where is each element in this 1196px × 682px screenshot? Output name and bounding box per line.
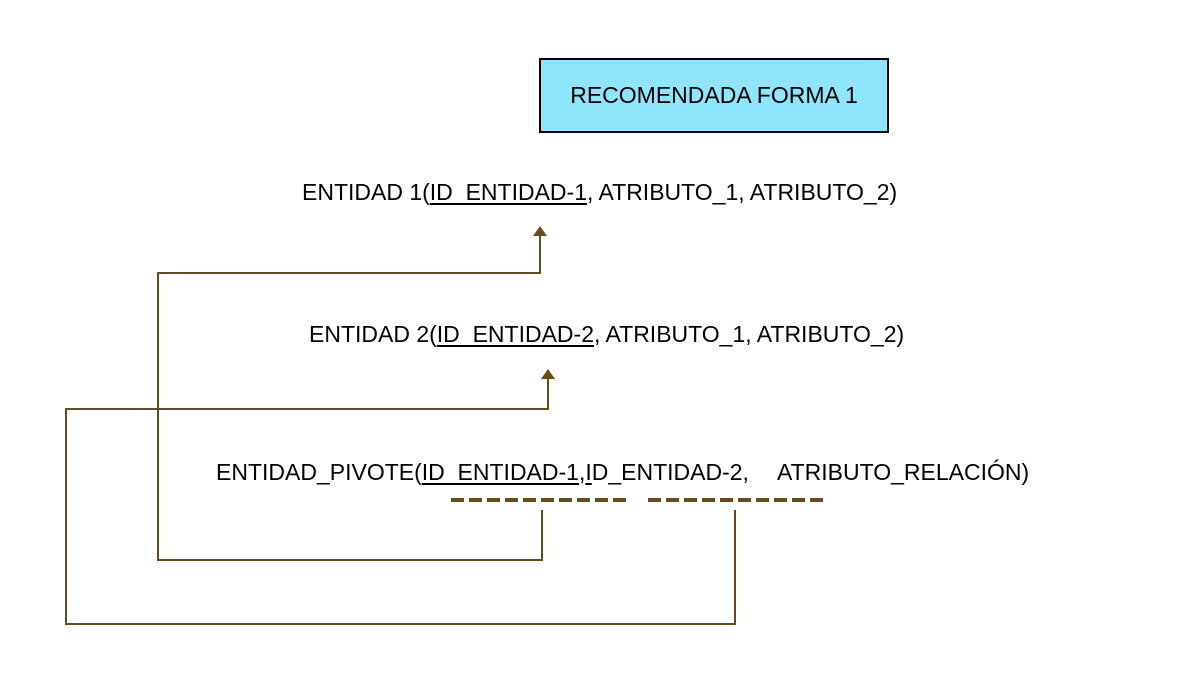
title-box: RECOMENDADA FORMA 1: [539, 58, 889, 133]
pivot-key-1: ID_ENTIDAD-1: [421, 459, 579, 485]
entity-1-attributes: , ATRIBUTO_1, ATRIBUTO_2): [587, 179, 898, 205]
pivot-key-2-rest: D_ENTIDAD-2,: [591, 459, 749, 485]
pivot-attribute: ATRIBUTO_RELACIÓN): [776, 459, 1030, 485]
pivot-entity-name: ENTIDAD_PIVOTE(: [216, 459, 422, 485]
entity-1-row: ENTIDAD 1(ID_ENTIDAD-1, ATRIBUTO_1, ATRI…: [302, 178, 897, 206]
pivot-separator: ,: [578, 459, 586, 485]
pivot-key-2-initial: I: [585, 459, 592, 485]
entity-2-row: ENTIDAD 2(ID_ENTIDAD-2, ATRIBUTO_1, ATRI…: [309, 320, 904, 348]
connector-pivot-to-entity-2: [65, 378, 736, 625]
pivot-entity-row: ENTIDAD_PIVOTE(ID_ENTIDAD-1,ID_ENTIDAD-2…: [216, 458, 1029, 486]
entity-2-name: ENTIDAD 2(: [309, 321, 437, 347]
entity-2-primary-key: ID_ENTIDAD-2: [436, 321, 594, 347]
entity-1-primary-key: ID_ENTIDAD-1: [429, 179, 587, 205]
title-text: RECOMENDADA FORMA 1: [570, 82, 858, 108]
arrow-up-icon: [541, 369, 555, 379]
entity-2-attributes: , ATRIBUTO_1, ATRIBUTO_2): [594, 321, 905, 347]
entity-1-name: ENTIDAD 1(: [302, 179, 430, 205]
arrow-up-icon: [533, 226, 547, 236]
connector-pivot-to-entity-1: [157, 235, 543, 561]
